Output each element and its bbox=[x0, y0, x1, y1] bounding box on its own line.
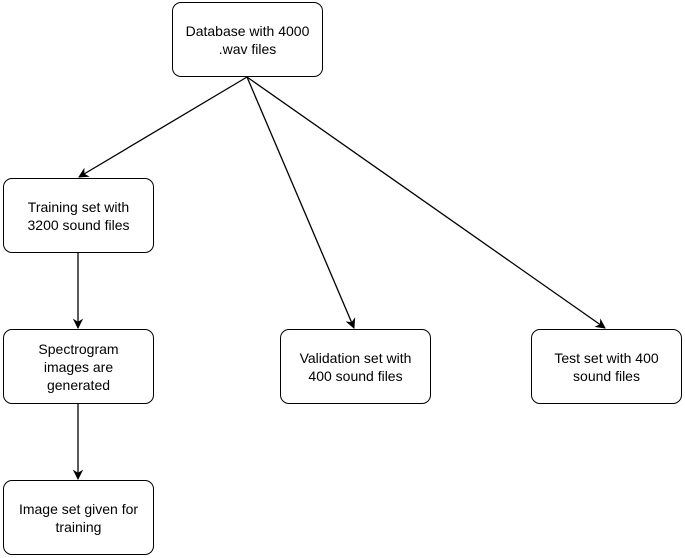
database-node-label: Database with 4000 .wav files bbox=[185, 22, 310, 57]
test-set-node: Test set with 400 sound files bbox=[531, 329, 682, 404]
image-set-node-label: Image set given for training bbox=[18, 500, 139, 535]
edge-database-to-test bbox=[246, 76, 606, 329]
spectrogram-node: Spectrogram images are generated bbox=[3, 329, 154, 404]
edge-database-to-training bbox=[78, 76, 248, 178]
validation-set-node: Validation set with 400 sound files bbox=[280, 329, 431, 404]
validation-set-node-label: Validation set with 400 sound files bbox=[299, 349, 412, 384]
edge-database-to-validation bbox=[246, 76, 356, 329]
test-set-node-label: Test set with 400 sound files bbox=[554, 349, 659, 384]
training-set-node-label: Training set with 3200 sound files bbox=[27, 198, 130, 233]
training-set-node: Training set with 3200 sound files bbox=[3, 178, 154, 253]
image-set-node: Image set given for training bbox=[3, 480, 154, 555]
database-node: Database with 4000 .wav files bbox=[172, 2, 323, 77]
spectrogram-node-label: Spectrogram images are generated bbox=[38, 340, 119, 393]
